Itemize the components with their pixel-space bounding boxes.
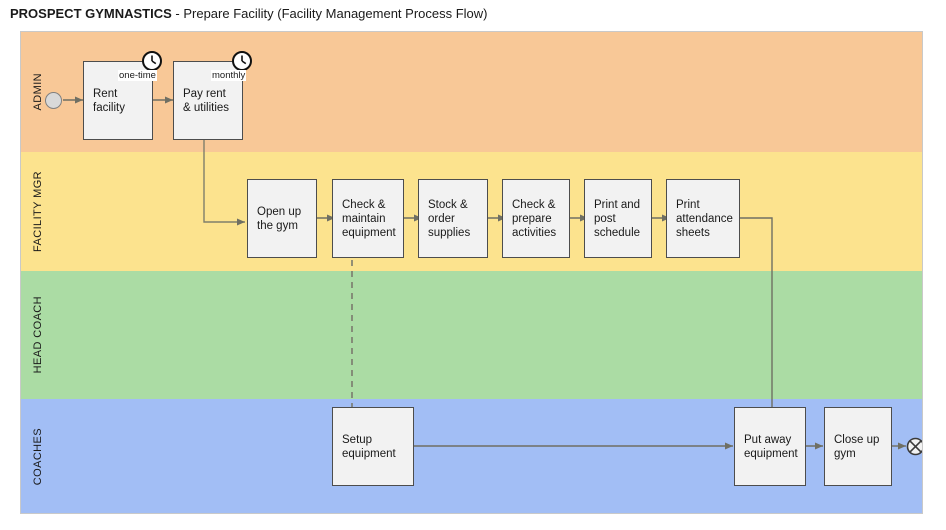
timer-label-one-time: one-time [118,70,157,81]
task-setup-equipment[interactable]: Setup equipment [332,407,414,486]
task-print-attendance-line2: attendance [676,212,733,225]
task-print-attendance-line1: Print [676,198,700,211]
task-pay-rent-line1: Pay rent [183,87,226,100]
task-close-gym-line1: Close up [834,433,880,446]
task-stock-order-line1: Stock & [428,198,468,211]
task-stock-order-line2: order [428,212,455,225]
task-close-up-gym[interactable]: Close up gym [824,407,892,486]
task-open-gym-line2: the gym [257,219,298,232]
task-open-gym-line1: Open up [257,205,302,218]
swimlane-diagram: ADMIN FACILITY MGR HEAD COACH COACHES [20,31,923,514]
timer-clock-icon [141,50,163,72]
task-close-gym-line2: gym [834,447,856,460]
task-put-away-line2: equipment [744,447,798,460]
start-event[interactable] [45,92,62,109]
task-print-attendance-line3: sheets [676,226,710,239]
task-setup-equipment-line2: equipment [342,447,396,460]
page-title-rest: - Prepare Facility (Facility Management … [171,6,488,21]
task-open-up-the-gym[interactable]: Open up the gym [247,179,317,258]
lane-label-head-coach: HEAD COACH [27,271,49,399]
task-print-schedule-line3: schedule [594,226,641,239]
task-pay-rent-line2: & utilities [183,101,230,114]
lane-label-admin: ADMIN [27,32,49,152]
timer-clock-icon [231,50,253,72]
task-put-away-equipment[interactable]: Put away equipment [734,407,806,486]
lane-facility-mgr-text: FACILITY MGR [32,171,44,252]
lane-head-coach-text: HEAD COACH [32,296,44,374]
task-stock-order-line3: supplies [428,226,471,239]
lane-label-facility-mgr: FACILITY MGR [27,152,49,271]
task-print-attendance-sheets[interactable]: Print attendance sheets [666,179,740,258]
lane-head-coach: HEAD COACH [21,271,922,399]
task-pay-rent-utilities[interactable]: Pay rent & utilities [173,61,243,140]
task-check-maintain-line2: maintain [342,212,386,225]
task-print-schedule-line1: Print and [594,198,641,211]
task-setup-equipment-line1: Setup [342,433,373,446]
task-rent-facility-line1: Rent [93,87,118,100]
task-check-prepare-line3: activities [512,226,557,239]
task-check-prepare-activities[interactable]: Check & prepare activities [502,179,570,258]
timer-label-monthly: monthly [211,70,247,81]
task-stock-order-supplies[interactable]: Stock & order supplies [418,179,488,258]
task-check-maintain-line1: Check & [342,198,386,211]
lane-coaches-text: COACHES [32,428,44,486]
lane-admin: ADMIN [21,32,922,152]
end-event[interactable] [906,437,922,456]
task-check-prepare-line2: prepare [512,212,552,225]
task-print-post-schedule[interactable]: Print and post schedule [584,179,652,258]
page-title-org: PROSPECT GYMNASTICS [10,6,172,21]
task-check-maintain-line3: equipment [342,226,396,239]
task-print-schedule-line2: post [594,212,616,225]
lane-admin-text: ADMIN [32,73,44,111]
task-put-away-line1: Put away [744,433,792,446]
task-check-prepare-line1: Check & [512,198,556,211]
task-check-maintain-equipment[interactable]: Check & maintain equipment [332,179,404,258]
task-rent-facility-line2: facility [93,101,125,114]
lane-label-coaches: COACHES [27,399,49,513]
page-title: PROSPECT GYMNASTICS - Prepare Facility (… [10,6,488,21]
